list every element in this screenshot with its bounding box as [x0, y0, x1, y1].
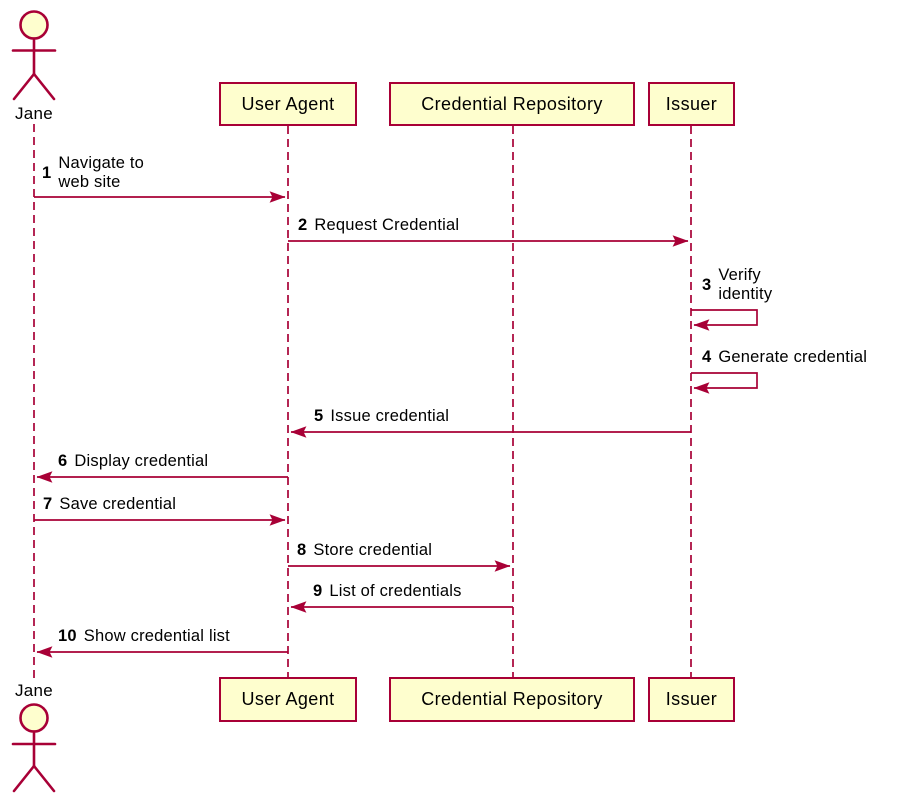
- message-1-label: 1 Navigate to web site: [42, 154, 152, 192]
- message-1-text: Navigate to web site: [58, 154, 145, 191]
- message-3-number: 3: [702, 275, 712, 294]
- message-4-number: 4: [702, 348, 712, 366]
- message-9-text: List of credentials: [329, 582, 462, 600]
- participant-user-agent-top: User Agent: [219, 82, 357, 126]
- message-9-label: 9 List of credentials: [313, 582, 462, 601]
- arrow-4-generate-credential-self: [691, 372, 758, 394]
- message-5-number: 5: [314, 407, 324, 425]
- message-7-number: 7: [43, 495, 53, 513]
- actor-head: [19, 10, 49, 40]
- message-5-label: 5 Issue credential: [314, 407, 449, 426]
- message-8-label: 8 Store credential: [297, 541, 432, 560]
- message-1-number: 1: [42, 163, 52, 182]
- message-7-text: Save credential: [59, 495, 177, 513]
- participant-user-agent-bottom: User Agent: [219, 677, 357, 722]
- message-10-text: Show credential list: [83, 627, 230, 645]
- message-6-text: Display credential: [74, 452, 209, 470]
- message-8-number: 8: [297, 541, 307, 559]
- message-9-number: 9: [313, 582, 323, 600]
- message-5-text: Issue credential: [330, 407, 450, 425]
- actor-head: [19, 703, 49, 733]
- message-3-label: 3 Verify identity: [702, 266, 784, 304]
- message-4-label: 4 Generate credential: [702, 348, 867, 367]
- actor-figure-top: [11, 10, 57, 101]
- message-8-text: Store credential: [313, 541, 433, 559]
- actor-label-jane-bottom: Jane: [14, 681, 54, 700]
- message-4-text: Generate credential: [718, 348, 868, 366]
- message-2-label: 2 Request Credential: [298, 216, 459, 235]
- message-2-number: 2: [298, 216, 308, 234]
- message-7-label: 7 Save credential: [43, 495, 176, 514]
- participant-credential-repository-top: Credential Repository: [389, 82, 635, 126]
- message-6-label: 6 Display credential: [58, 452, 208, 471]
- arrow-3-verify-identity-self: [691, 309, 758, 331]
- message-10-number: 10: [58, 627, 77, 645]
- actor-label-jane-top: Jane: [14, 104, 54, 123]
- message-2-text: Request Credential: [314, 216, 460, 234]
- message-6-number: 6: [58, 452, 68, 470]
- message-10-label: 10 Show credential list: [58, 627, 230, 646]
- participant-issuer-top: Issuer: [648, 82, 735, 126]
- participant-credential-repository-bottom: Credential Repository: [389, 677, 635, 722]
- participant-issuer-bottom: Issuer: [648, 677, 735, 722]
- actor-figure-bottom: [11, 703, 57, 793]
- message-3-text: Verify identity: [718, 266, 773, 303]
